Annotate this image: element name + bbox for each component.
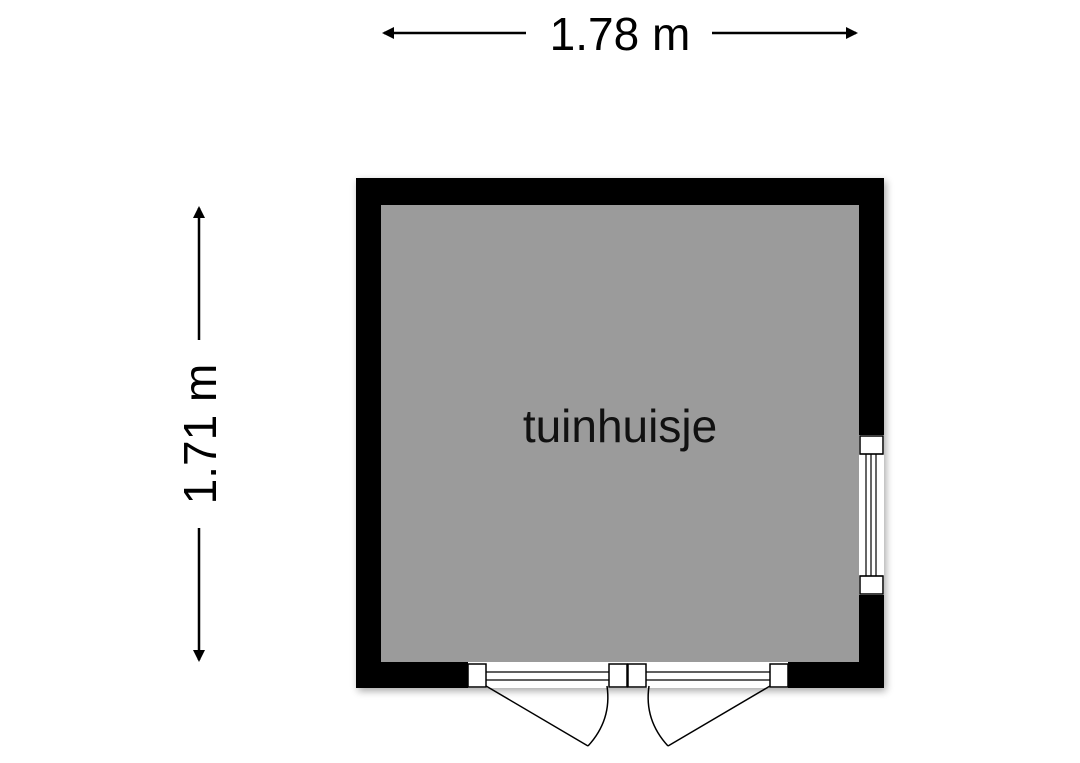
double-door [467,662,789,747]
room-floor [381,205,859,662]
width-dimension: 1.78 m [382,8,858,60]
room-label: tuinhuisje [523,400,717,452]
height-dimension-label: 1.71 m [174,364,226,505]
height-dimension: 1.71 m [174,206,226,662]
window-right [859,435,884,595]
width-dimension-label: 1.78 m [550,8,691,60]
